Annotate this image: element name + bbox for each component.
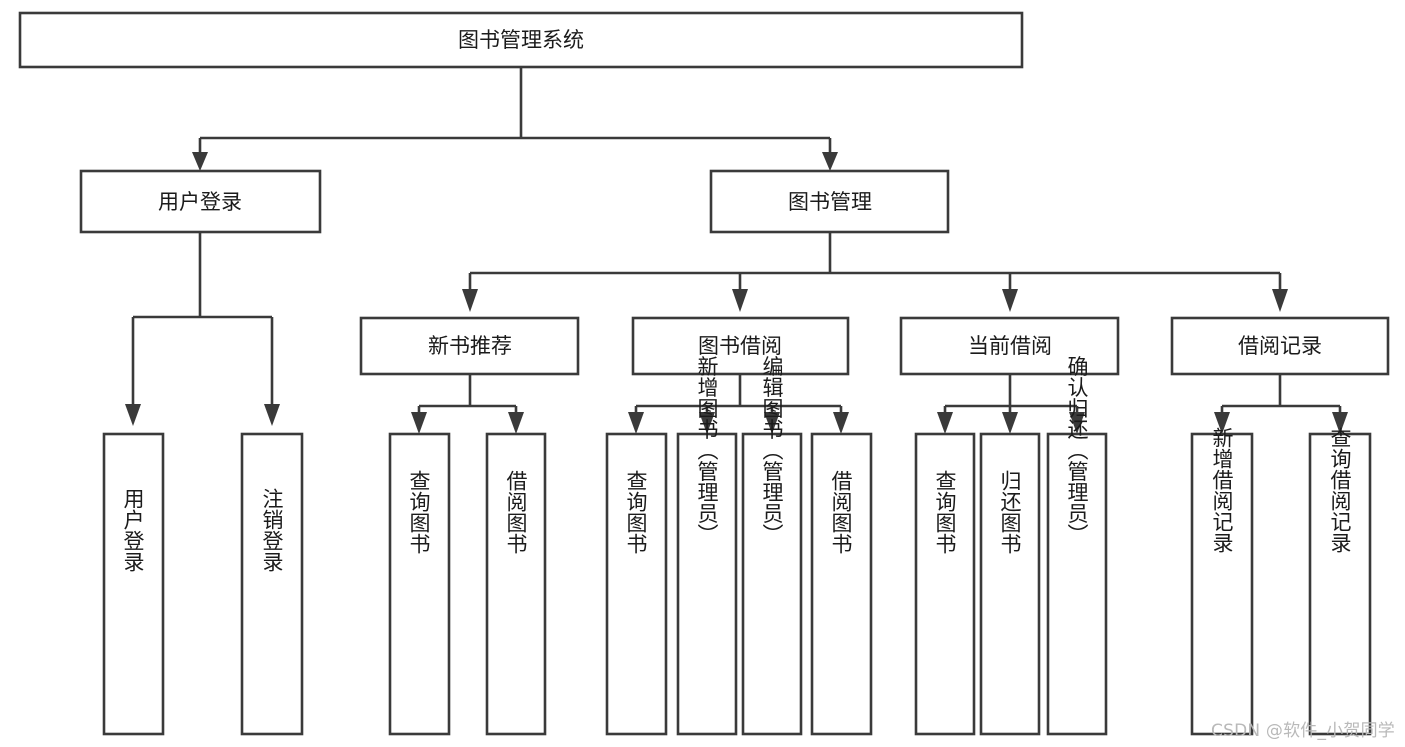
- node-book-management[interactable]: 图书管理: [709, 169, 950, 234]
- leaf-box[interactable]: [676, 432, 738, 736]
- connector-new-book-recommend-to-leaves: [411, 374, 524, 434]
- current-borrow-label: 当前借阅: [968, 334, 1052, 358]
- leaf-node-borrow-book-recommend[interactable]: 借阅图书: [485, 432, 547, 736]
- current-borrow-box[interactable]: [899, 316, 1120, 376]
- arrow-head-icon: [264, 404, 280, 426]
- leaf-label: 注销登录: [260, 488, 284, 572]
- arrow-head-icon: [1332, 412, 1348, 434]
- book-borrow-label: 图书借阅: [698, 334, 782, 358]
- leaf-node-return-book[interactable]: 归还图书: [979, 432, 1041, 736]
- leaf-node-logout[interactable]: 注销登录: [240, 432, 304, 736]
- leaf-node-query-book-borrow[interactable]: 查询图书: [605, 432, 668, 736]
- leaf-label: 查询图书: [933, 470, 957, 554]
- arrow-head-icon: [1069, 412, 1085, 434]
- arrow-head-icon: [192, 152, 208, 171]
- arrow-head-icon: [628, 412, 644, 434]
- new-book-recommend-box[interactable]: [359, 316, 580, 376]
- leaf-box[interactable]: [605, 432, 668, 736]
- leaf-label: 查询借阅记录: [1328, 427, 1352, 553]
- leaf-label: 编辑图书（管理员）: [760, 356, 784, 545]
- arrow-head-icon: [1002, 289, 1018, 312]
- leaf-box[interactable]: [485, 432, 547, 736]
- arrow-head-icon: [833, 412, 849, 434]
- connector-current-borrow-to-leaves: [937, 374, 1085, 434]
- leaf-box[interactable]: [102, 432, 165, 736]
- arrow-head-icon: [125, 404, 141, 426]
- leaf-label: 用户登录: [121, 488, 145, 572]
- connector-borrow-record-to-leaves: [1214, 374, 1348, 434]
- arrow-head-icon: [411, 412, 427, 434]
- leaf-box[interactable]: [388, 432, 451, 736]
- leaf-node-add-borrow-record[interactable]: 新增借阅记录: [1190, 427, 1254, 736]
- borrow-record-box[interactable]: [1170, 316, 1390, 376]
- leaf-label: 归还图书: [998, 470, 1022, 554]
- new-book-recommend-label: 新书推荐: [428, 334, 512, 358]
- arrow-head-icon: [764, 412, 780, 434]
- root-label: 图书管理系统: [458, 28, 584, 52]
- leaf-node-confirm-return-admin[interactable]: 确认归还（管理员）: [1046, 356, 1108, 736]
- node-book-borrow[interactable]: 图书借阅: [631, 316, 850, 376]
- node-current-borrow[interactable]: 当前借阅: [899, 316, 1120, 376]
- arrow-head-icon: [462, 289, 478, 312]
- leaf-box[interactable]: [1046, 432, 1108, 736]
- leaf-node-query-book-recommend[interactable]: 查询图书: [388, 432, 451, 736]
- leaf-label: 确认归还（管理员）: [1065, 356, 1089, 545]
- leaf-node-user-login-action[interactable]: 用户登录: [102, 432, 165, 736]
- book-management-label: 图书管理: [788, 190, 872, 214]
- leaf-box[interactable]: [1190, 432, 1254, 736]
- node-borrow-record[interactable]: 借阅记录: [1170, 316, 1390, 376]
- leaf-label: 新增图书（管理员）: [695, 356, 719, 545]
- connector-root-to-level2: [192, 67, 838, 171]
- node-new-book-recommend[interactable]: 新书推荐: [359, 316, 580, 376]
- leaf-label: 新增借阅记录: [1210, 427, 1234, 553]
- arrow-head-icon: [699, 412, 715, 434]
- leaf-node-edit-book-admin[interactable]: 编辑图书（管理员）: [741, 356, 803, 736]
- leaf-label: 借阅图书: [504, 470, 528, 554]
- node-user-login[interactable]: 用户登录: [79, 169, 322, 234]
- leaf-box[interactable]: [1308, 432, 1372, 736]
- leaf-box[interactable]: [979, 432, 1041, 736]
- user-login-label: 用户登录: [158, 190, 242, 214]
- connector-book-borrow-to-leaves: [628, 374, 849, 434]
- leaf-label: 查询图书: [407, 470, 431, 554]
- leaf-label: 查询图书: [624, 470, 648, 554]
- leaf-box[interactable]: [914, 432, 976, 736]
- borrow-record-label: 借阅记录: [1238, 334, 1322, 358]
- leaf-box[interactable]: [240, 432, 304, 736]
- arrow-head-icon: [508, 412, 524, 434]
- node-root-book-management-system[interactable]: 图书管理系统: [18, 11, 1024, 69]
- arrow-head-icon: [1002, 412, 1018, 434]
- connector-user-login-to-leaves: [125, 232, 280, 426]
- csdn-watermark: CSDN @软件_小贺同学: [1211, 721, 1395, 741]
- user-login-box[interactable]: [79, 169, 322, 234]
- arrow-head-icon: [732, 289, 748, 312]
- leaf-node-add-book-admin[interactable]: 新增图书（管理员）: [676, 356, 738, 736]
- leaf-box[interactable]: [810, 432, 873, 736]
- leaf-node-query-book-current[interactable]: 查询图书: [914, 432, 976, 736]
- leaf-label: 借阅图书: [829, 470, 853, 554]
- leaf-node-query-borrow-record[interactable]: 查询借阅记录: [1308, 427, 1372, 736]
- arrow-head-icon: [1272, 289, 1288, 312]
- arrow-head-icon: [1214, 412, 1230, 434]
- connector-book-management-to-level3: [462, 232, 1288, 312]
- leaf-box[interactable]: [741, 432, 803, 736]
- arrow-head-icon: [822, 152, 838, 171]
- root-box[interactable]: [18, 11, 1024, 69]
- arrow-head-icon: [937, 412, 953, 434]
- leaf-node-borrow-book-borrow[interactable]: 借阅图书: [810, 432, 873, 736]
